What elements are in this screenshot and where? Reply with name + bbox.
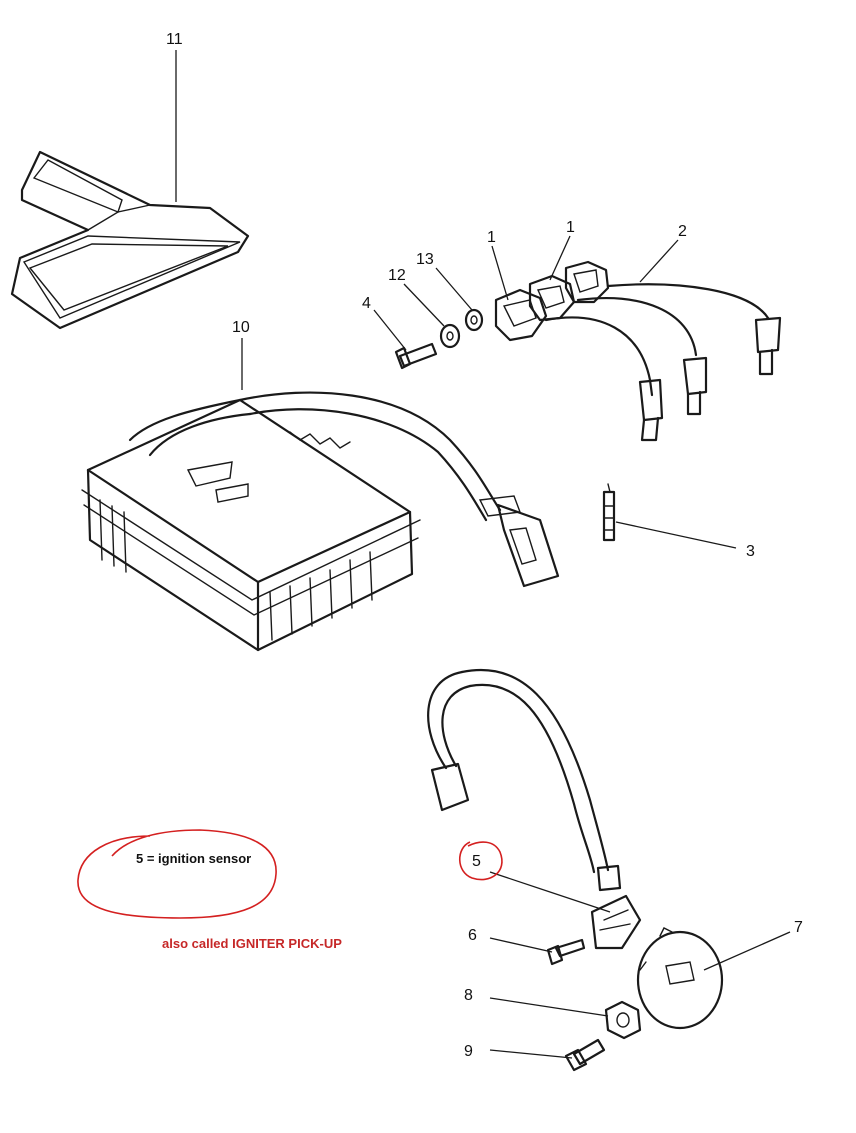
part-6-screw <box>546 938 586 966</box>
callout-1-right: 1 <box>566 219 575 236</box>
callout-9: 9 <box>464 1043 473 1060</box>
part-11-cover <box>10 150 250 330</box>
callout-4: 4 <box>362 295 371 312</box>
callouts: 11 10 1 1 2 4 12 13 3 5 6 7 8 9 <box>166 31 803 1060</box>
leader-lines <box>175 50 791 1059</box>
callout-2: 2 <box>678 223 687 240</box>
callout-7: 7 <box>794 919 803 936</box>
red-circle-callout-5 <box>458 841 503 881</box>
part-8-nut <box>604 1000 642 1040</box>
callout-3: 3 <box>746 543 755 560</box>
red-scribble-oval <box>77 829 277 919</box>
sensor-note: 5 = ignition sensor <box>136 851 251 866</box>
callout-11: 11 <box>166 31 183 48</box>
part-9-bolt <box>564 1038 606 1072</box>
part-7-reluctor-disc <box>636 927 724 1030</box>
alias-note: also called IGNITER PICK-UP <box>162 936 342 951</box>
part-1-coil-connectors <box>494 260 610 342</box>
callout-8: 8 <box>464 987 473 1004</box>
callout-12: 12 <box>388 267 406 284</box>
part-5-ignition-sensor <box>427 668 642 950</box>
part-2-ht-leads <box>544 283 782 442</box>
callout-13: 13 <box>416 251 434 268</box>
callout-6: 6 <box>468 927 477 944</box>
callout-1-left: 1 <box>487 229 496 246</box>
callout-10: 10 <box>232 319 250 336</box>
red-annotation: 5 = ignition sensor also called IGNITER … <box>77 829 503 951</box>
part-10-ignition-module <box>81 391 560 652</box>
part-3-spark-plug <box>602 483 616 542</box>
callout-5: 5 <box>472 853 481 870</box>
hardware-bolt-washers <box>394 308 484 370</box>
